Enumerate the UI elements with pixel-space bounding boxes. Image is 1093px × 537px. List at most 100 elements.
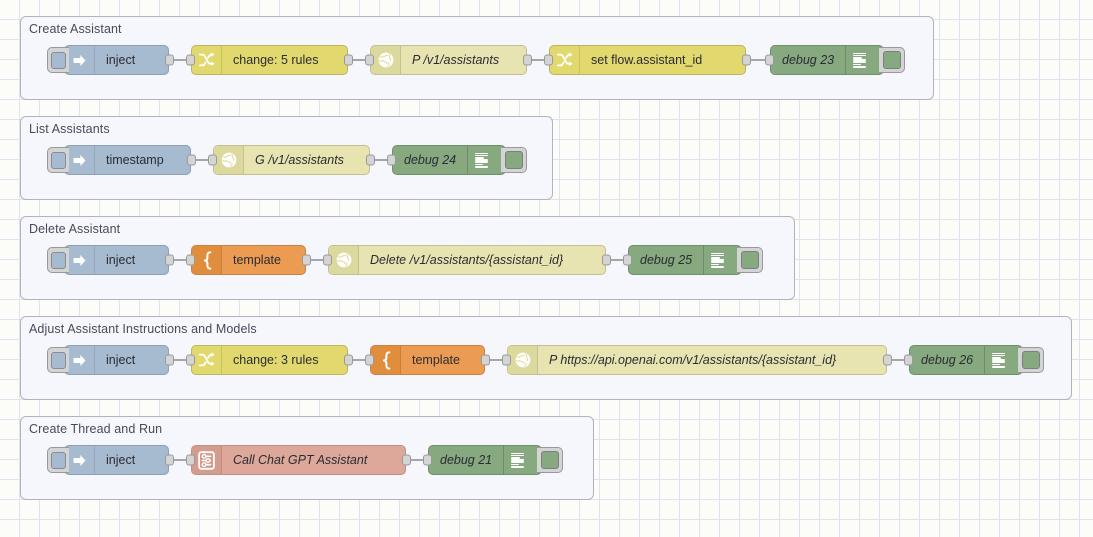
node-change[interactable]: set flow.assistant_id [544, 45, 751, 75]
node-label: change: 5 rules [233, 53, 319, 67]
node-debug[interactable]: debug 23 [765, 45, 905, 75]
inject-trigger-indicator [51, 151, 66, 169]
inject-trigger-button[interactable] [47, 47, 69, 73]
node-input-port[interactable] [186, 354, 195, 366]
inject-arrow-icon [65, 146, 95, 174]
node-label: inject [106, 353, 136, 367]
node-input-port[interactable] [904, 354, 913, 366]
node-input-port[interactable] [208, 154, 217, 166]
debug-toggle-button[interactable] [879, 47, 905, 73]
inject-trigger-indicator [51, 251, 66, 269]
node-input-port[interactable] [323, 254, 332, 266]
change-switch-icon [192, 46, 222, 74]
node-input-port[interactable] [502, 354, 511, 366]
node-input-port[interactable] [365, 54, 374, 66]
node-label: debug 21 [440, 453, 493, 467]
node-label: template [233, 253, 281, 267]
node-template[interactable]: template [365, 345, 490, 375]
node-change[interactable]: change: 3 rules [186, 345, 353, 375]
node-output-port[interactable] [523, 54, 532, 66]
node-output-port[interactable] [402, 454, 411, 466]
debug-lines-icon [845, 46, 872, 74]
node-input-port[interactable] [544, 54, 553, 66]
node-output-port[interactable] [165, 254, 174, 266]
node-http[interactable]: G /v1/assistants [208, 145, 375, 175]
inject-trigger-indicator [51, 351, 66, 369]
node-label: inject [106, 53, 136, 67]
node-output-port[interactable] [602, 254, 611, 266]
node-output-port[interactable] [165, 354, 174, 366]
node-http[interactable]: Delete /v1/assistants/{assistant_id} [323, 245, 611, 275]
brace-icon [371, 346, 401, 374]
node-label: timestamp [106, 153, 164, 167]
debug-lines-icon [984, 346, 1011, 374]
node-input-port[interactable] [765, 54, 774, 66]
inject-trigger-button[interactable] [47, 147, 69, 173]
node-output-port[interactable] [344, 354, 353, 366]
node-label: Delete /v1/assistants/{assistant_id} [370, 253, 564, 267]
node-inject[interactable]: inject [47, 345, 174, 375]
node-debug[interactable]: debug 26 [904, 345, 1044, 375]
group-label: List Assistants [29, 122, 110, 136]
node-inject[interactable]: inject [47, 45, 174, 75]
node-inject[interactable]: timestamp [47, 145, 196, 175]
node-output-port[interactable] [344, 54, 353, 66]
flow-wire [306, 259, 328, 261]
debug-toggle-button[interactable] [737, 247, 763, 273]
debug-toggle-button[interactable] [537, 447, 563, 473]
inject-arrow-icon [65, 46, 95, 74]
node-input-port[interactable] [423, 454, 432, 466]
node-output-port[interactable] [302, 254, 311, 266]
node-inject[interactable]: inject [47, 245, 174, 275]
debug-toggle-button[interactable] [501, 147, 527, 173]
node-input-port[interactable] [186, 254, 195, 266]
node-output-port[interactable] [187, 154, 196, 166]
node-subflow[interactable]: Call Chat GPT Assistant [186, 445, 411, 475]
node-label: inject [106, 253, 136, 267]
inject-arrow-icon [65, 346, 95, 374]
node-input-port[interactable] [365, 354, 374, 366]
node-output-port[interactable] [883, 354, 892, 366]
node-debug[interactable]: debug 24 [387, 145, 527, 175]
inject-trigger-button[interactable] [47, 447, 69, 473]
inject-arrow-icon [65, 446, 95, 474]
node-label: debug 24 [404, 153, 457, 167]
node-label: Call Chat GPT Assistant [233, 453, 368, 467]
node-input-port[interactable] [186, 454, 195, 466]
debug-toggle-indicator [740, 251, 759, 269]
node-label: debug 25 [640, 253, 693, 267]
node-debug[interactable]: debug 21 [423, 445, 563, 475]
node-output-port[interactable] [481, 354, 490, 366]
debug-toggle-indicator [504, 151, 523, 169]
inject-trigger-button[interactable] [47, 247, 69, 273]
subflow-icon [192, 446, 222, 474]
debug-lines-icon [703, 246, 730, 274]
node-output-port[interactable] [742, 54, 751, 66]
node-label: inject [106, 453, 136, 467]
flow-wire [169, 59, 191, 61]
debug-toggle-indicator [540, 451, 559, 469]
inject-trigger-button[interactable] [47, 347, 69, 373]
node-template[interactable]: template [186, 245, 311, 275]
node-http[interactable]: P /v1/assistants [365, 45, 532, 75]
flow-wire [169, 259, 191, 261]
flow-wire [191, 159, 213, 161]
inject-arrow-icon [65, 246, 95, 274]
group-label: Create Assistant [29, 22, 122, 36]
node-output-port[interactable] [165, 454, 174, 466]
node-change[interactable]: change: 5 rules [186, 45, 353, 75]
change-switch-icon [550, 46, 580, 74]
node-input-port[interactable] [387, 154, 396, 166]
node-http[interactable]: P https://api.openai.com/v1/assistants/{… [502, 345, 892, 375]
debug-toggle-button[interactable] [1018, 347, 1044, 373]
node-input-port[interactable] [186, 54, 195, 66]
debug-lines-icon [467, 146, 494, 174]
node-label: P /v1/assistants [412, 53, 500, 67]
node-debug[interactable]: debug 25 [623, 245, 763, 275]
node-label: G /v1/assistants [255, 153, 344, 167]
node-input-port[interactable] [623, 254, 632, 266]
node-output-port[interactable] [366, 154, 375, 166]
node-output-port[interactable] [165, 54, 174, 66]
node-inject[interactable]: inject [47, 445, 174, 475]
